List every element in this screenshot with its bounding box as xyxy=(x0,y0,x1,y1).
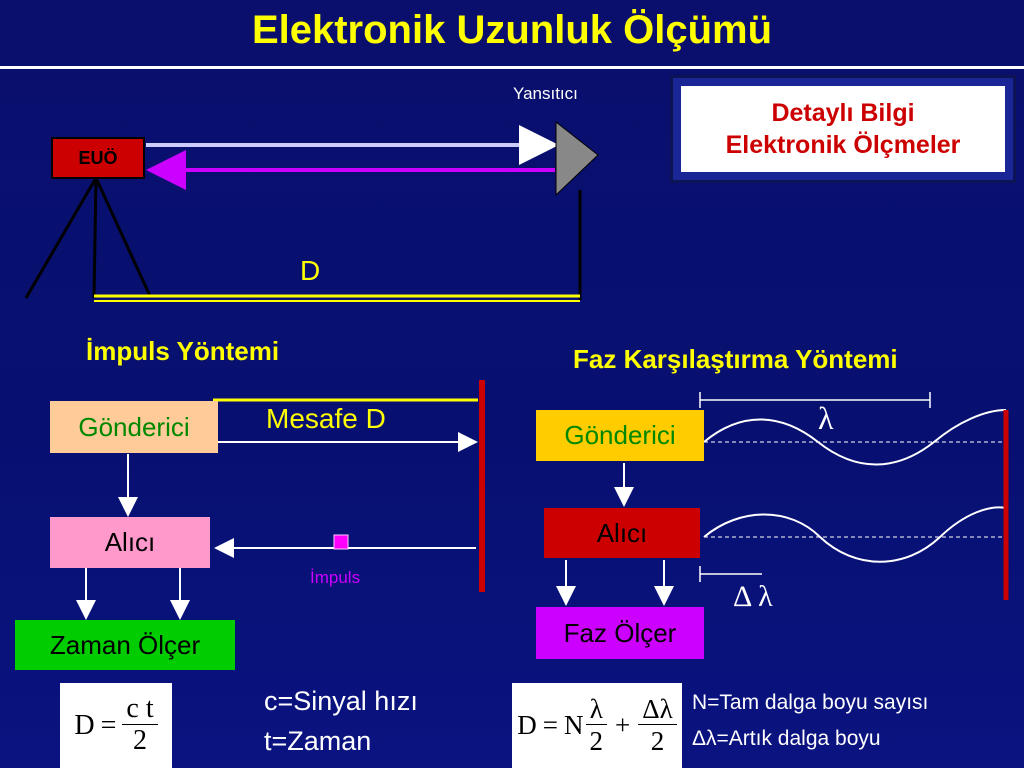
phase-formula-den1: 2 xyxy=(589,726,604,756)
phase-formula-num2: Δλ xyxy=(638,694,677,725)
impulse-label: İmpuls xyxy=(310,568,361,587)
phase-formula-num1: λ xyxy=(585,694,607,725)
phase-receiver-box: Alıcı xyxy=(544,508,700,558)
wave-1 xyxy=(703,409,1007,466)
info-box-line1: Detaylı Bilgi xyxy=(771,99,915,127)
delta-lambda-label: Δ λ xyxy=(733,580,773,613)
info-box-line2: Elektronik Ölçmeler xyxy=(725,131,961,159)
phase-legend-1: N=Tam dalga boyu sayısı xyxy=(692,691,929,714)
reflector-label: Yansıtıcı xyxy=(513,84,578,103)
phase-heading: Faz Karşılaştırma Yöntemi xyxy=(573,344,898,374)
reflector-prism-icon xyxy=(555,120,599,197)
phase-sender-box: Gönderici xyxy=(536,410,704,461)
impulse-formula-num: c t xyxy=(122,694,158,725)
phase-formula-fraction-2: Δλ 2 xyxy=(638,694,677,757)
impulse-formula-fraction: c t 2 xyxy=(122,694,158,757)
info-box-inner[interactable]: Detaylı Bilgi Elektronik Ölçmeler xyxy=(679,84,1007,174)
phase-formula-n: N xyxy=(564,710,584,740)
impulse-formula-eq: = xyxy=(100,709,117,741)
impulse-receiver-box: Alıcı xyxy=(50,517,210,568)
instrument-box: EUÖ xyxy=(51,137,145,179)
impulse-formula: D = c t 2 xyxy=(60,683,172,768)
title-divider xyxy=(0,66,1024,69)
phase-formula-fraction-1: λ 2 xyxy=(585,694,608,757)
impulse-legend-2: t=Zaman xyxy=(264,726,372,756)
impulse-sender-box: Gönderici xyxy=(50,401,218,453)
impulse-formula-lhs: D xyxy=(74,709,95,741)
tripod-icon xyxy=(24,177,152,299)
phase-formula-den2: 2 xyxy=(650,726,665,756)
timer-box: Zaman Ölçer xyxy=(15,620,235,670)
phase-meter-box: Faz Ölçer xyxy=(536,607,704,659)
wave-2 xyxy=(703,506,1007,563)
distance-label: D xyxy=(300,255,321,286)
page-title: Elektronik Uzunluk Ölçümü xyxy=(251,8,773,52)
phase-legend-2: Δλ=Artık dalga boyu xyxy=(692,727,881,750)
phase-formula-plus: + xyxy=(615,710,631,740)
impulse-distance-label: Mesafe D xyxy=(266,403,386,434)
impulse-formula-den: 2 xyxy=(133,725,148,756)
impulse-heading: İmpuls Yöntemi xyxy=(86,336,280,366)
lambda-label: λ xyxy=(818,400,834,436)
phase-formula: D = N λ 2 + Δλ 2 xyxy=(512,683,682,768)
phase-formula-lhs: D xyxy=(517,710,537,740)
info-box[interactable]: Detaylı Bilgi Elektronik Ölçmeler xyxy=(670,75,1016,183)
impulse-legend-1: c=Sinyal hızı xyxy=(264,686,418,716)
impulse-marker xyxy=(333,534,349,550)
phase-formula-eq: = xyxy=(542,710,559,740)
